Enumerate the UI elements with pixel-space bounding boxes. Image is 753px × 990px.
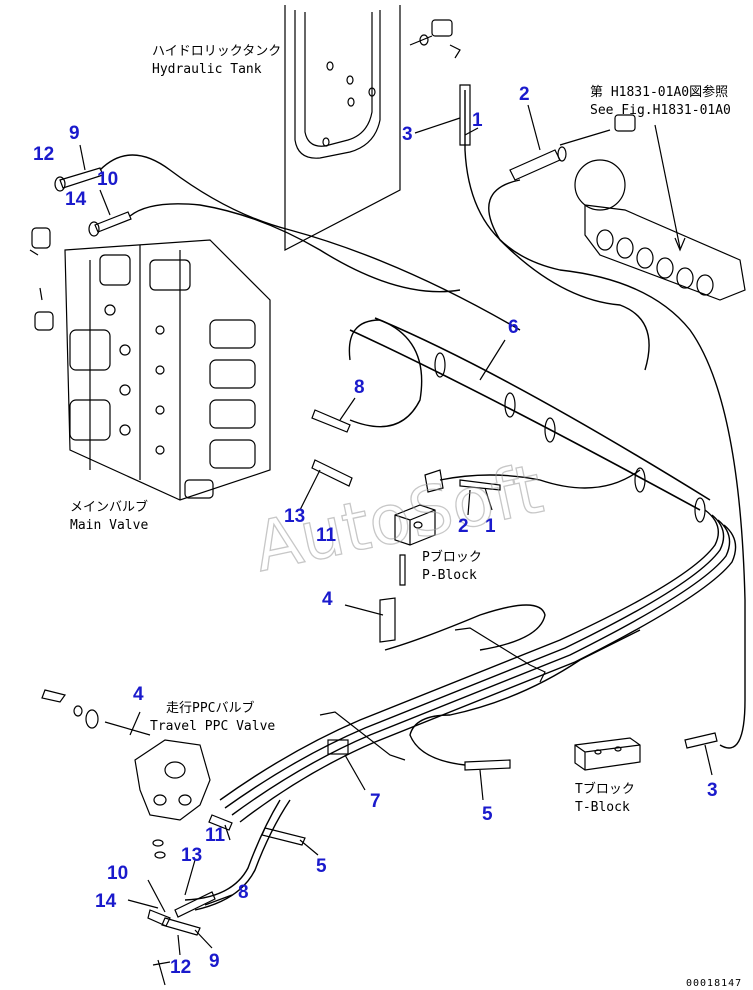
tblock-label-jp: Tブロック: [575, 781, 635, 797]
tank-label-jp: ハイドロリックタンク: [152, 44, 281, 59]
hydraulic-tank: [284, 5, 461, 251]
pipe-bundle-7: [184, 509, 737, 911]
callout-2: 2: [519, 84, 530, 105]
callout-13: 13: [284, 506, 305, 527]
drawing-id: 00018147: [686, 978, 742, 989]
main-valve: [29, 227, 271, 501]
callout-3-tblock: 3: [707, 780, 718, 801]
pipe-6: [349, 317, 711, 523]
travel-ppc-valve: [41, 689, 211, 986]
leader-lines: [79, 104, 713, 956]
callout-9-travel: 9: [209, 951, 220, 972]
callout-5: 5: [316, 856, 327, 877]
hose-lines: [99, 90, 746, 766]
callout-3: 3: [402, 124, 413, 145]
callout-12-travel: 12: [170, 957, 191, 978]
callout-5-tblock: 5: [482, 804, 493, 825]
tblock-label-en: T-Block: [575, 800, 630, 815]
callout-4: 4: [322, 589, 333, 610]
t-block: [574, 737, 641, 771]
callout-14-travel: 14: [95, 891, 117, 912]
tank-label-en: Hydraulic Tank: [152, 62, 262, 77]
travel-ppc-label-jp: 走行PPCバルブ: [166, 700, 254, 716]
callout-1: 1: [472, 110, 483, 131]
callout-14: 14: [65, 189, 87, 210]
travel-ppc-label-en: Travel PPC Valve: [150, 719, 275, 734]
callout-numbers: 1 2 3 9 12 10 14 6 8 13 11 2 1 4 4 7 11 …: [33, 84, 718, 978]
callout-8: 8: [354, 377, 365, 398]
accumulator-group: [559, 114, 746, 301]
callout-2-pblock: 2: [458, 516, 469, 537]
text-labels: ハイドロリックタンク Hydraulic Tank 第 H1831-01A0図参…: [70, 44, 742, 989]
callout-11-travel: 11: [205, 825, 226, 846]
ref-label-en: See Fig.H1831-01A0: [590, 103, 731, 118]
pblock-label-jp: Pブロック: [422, 549, 482, 565]
callout-9: 9: [69, 123, 80, 144]
callout-13-travel: 13: [181, 845, 202, 866]
ref-label-jp: 第 H1831-01A0図参照: [590, 84, 728, 100]
callout-10: 10: [97, 169, 118, 190]
callout-11: 11: [316, 525, 337, 546]
callout-6: 6: [508, 317, 519, 338]
pblock-label-en: P-Block: [422, 568, 477, 583]
callout-4-travel: 4: [133, 684, 144, 705]
callout-12: 12: [33, 144, 54, 165]
callout-10-travel: 10: [107, 863, 128, 884]
part-fittings: [147, 84, 718, 936]
main-valve-label-jp: メインバルブ: [70, 499, 148, 515]
callout-1-pblock: 1: [485, 516, 496, 537]
p-block: [394, 504, 436, 586]
main-valve-label-en: Main Valve: [70, 518, 148, 533]
main-valve-fittings: [54, 167, 132, 237]
callout-7: 7: [370, 791, 381, 812]
callout-8-travel: 8: [238, 882, 249, 903]
